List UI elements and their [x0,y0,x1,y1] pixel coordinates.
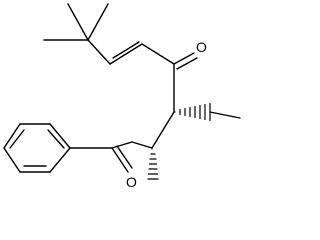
ketone-oxygen-label-top: O [196,39,207,55]
chain-bond-4 [151,111,175,149]
tbutyl-methyl-bond-1 [67,3,89,41]
chain-bond-2 [141,43,175,65]
hashed-wedge-methyl-2 [147,148,159,180]
chain-bond-5 [131,141,153,149]
ketone-double-bond-bottom-a [111,147,129,173]
tbutyl-methyl-bond-2 [87,3,109,41]
ketone-oxygen-label-bottom: O [126,174,137,190]
chain-bond-1 [87,39,111,65]
bond-layer [3,3,241,180]
alkene-double-bond-main [109,43,143,65]
methyl-bond-1 [209,111,241,119]
chemical-structure: O O [3,3,241,190]
hashed-wedge-methyl-1 [174,102,211,122]
benzene-ring [3,123,71,173]
alkene-double-bond-second [112,41,140,59]
ketone-double-bond-bottom-b [116,145,133,169]
chain-bond-6 [111,141,133,149]
ketone-double-bond-top-b [176,57,198,70]
ketone-double-bond-top-a [173,52,195,65]
